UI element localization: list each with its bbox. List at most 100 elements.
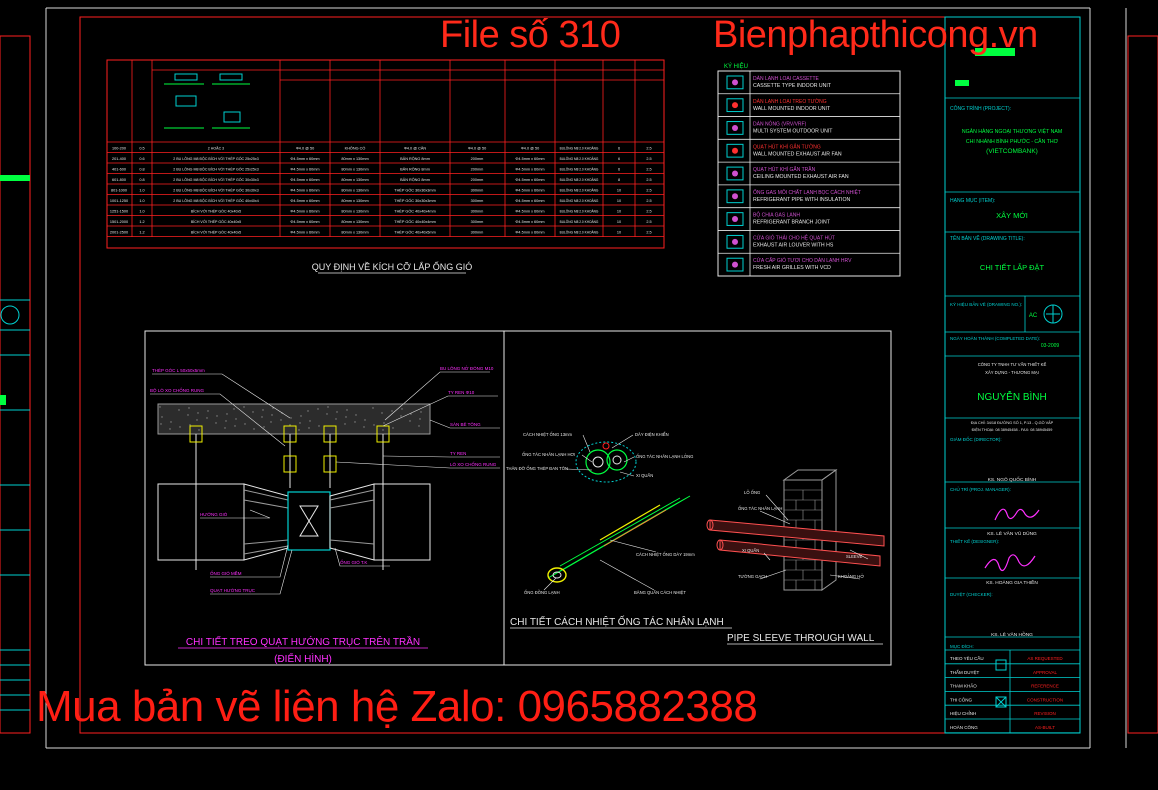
legend-item-vn: QUẠT HÚT KHÍ GẮN TƯỜNG [753,142,821,150]
table-cell-thickness: 0.5 [139,147,144,151]
table-cell-thickness: 1.0 [139,189,144,193]
table-cell-hanger: 2 HOẶC 3 [208,147,224,151]
table-cell-bolt: BULÔNG M8 2.0 KHOẢNG [560,167,599,172]
table-cell-spacing-m: 2.5 [646,189,651,193]
tb-sheet-label: KÝ HIỆU BẢN VẼ (DRAWING NO.): [950,300,1022,307]
table-cell-bolt: BULÔNG M8 2.0 KHOẢNG [560,156,599,161]
tb-address-line: ĐIỆN THOẠI: 08 38945458 - FAX: 08 389454… [972,427,1053,432]
watermark-website: Bienphapthicong.vn [713,14,1038,56]
table-cell-flange: BẢN RỘNG 8mm [400,177,430,182]
table-cell-size: 201-400 [112,157,126,161]
legend-item-vn: CỬA CẤP GIÓ TƯƠI CHO DÀN LẠNH HRV [753,257,852,264]
table-cell-rod: Φ4.0 @ 50 [296,147,315,151]
table-cell-support: Φ4.5mm x 60mm [515,157,544,161]
table-cell-distance: Φ4.0 @ 50 [468,147,487,151]
signature-designer [984,554,1036,572]
pipe-isometric [547,495,691,583]
table-cell-thickness: 1.0 [139,199,144,203]
table-cell-bolt: BULÔNG M8 2.0 KHOẢNG [560,177,599,182]
tb-company-line: CÔNG TY TNHH TƯ VẤN THIẾT KẾ [978,362,1047,367]
table-cell-rod: Φ4.5mm x 60mm [290,178,319,182]
table-cell-support: Φ4.5mm x 60mm [515,220,544,224]
tb-designer: KS. HOÀNG GIA THIỀN [986,579,1038,586]
legend-item-en: CASSETTE TYPE INDOOR UNIT [753,83,832,89]
detail2-label: CÁCH NHIỆT ỐNG 13mm [523,432,573,437]
tb-manager-label: CHỦ TRÌ (PROJ. MANAGER): [950,486,1011,492]
tb-project-label: CÔNG TRÌNH (PROJECT): [950,105,1011,112]
table-cell-spacing: 80mm x 130mm [341,178,368,182]
table-cell-support: Φ4.5mm x 60mm [515,231,544,235]
sheet-frames [45,7,1127,749]
detail2-label: THÂN ĐỠ ỐNG THÉP ĐAN TÔN [506,466,568,471]
legend-item-vn: BỘ CHIA GAS LẠNH [753,212,800,219]
legend-symbol-icon [726,75,744,90]
tb-status-vn: HIỆU CHỈNH [950,709,976,716]
legend-item-en: WALL MOUNTED INDOOR UNIT [753,106,831,112]
table-cell-flange: THÉP GÓC 40x40x4mm [394,209,436,214]
table-cell-bolt: BULÔNG M8 2.0 KHOẢNG [560,230,599,235]
duct-right [329,483,431,561]
legend-item-vn: DÀN NÓNG (VRV/VRF) [753,121,807,128]
detail3-label: LỖ ỐNG [744,490,760,495]
tb-director: KS. NGÔ QUỐC BÌNH [988,476,1037,483]
watermark-contact: Mua bản vẽ liên hệ Zalo: 0965882388 [36,682,758,731]
table-cell-thickness: 1.2 [139,220,144,224]
detail2-label: ỐNG ĐỒNG LẠNH [524,590,560,595]
table-header-sketches [164,73,250,129]
tb-status-en: AS-BUILT [1035,725,1055,730]
table-cell-bolt: BULÔNG M8 2.0 KHOẢNG [560,198,599,203]
tb-project-line: CHI NHÁNH BÌNH PHƯỚC - CẦN THƠ [966,138,1059,145]
table-cell-rod: Φ4.5mm x 60mm [290,168,319,172]
tb-designer-label: THIẾT KẾ (DESIGNER): [950,538,999,544]
table-cell-count: 10 [617,231,621,235]
detail1-label-left: QUẠT HƯỚNG TRỤC [210,587,256,593]
tb-status-en: AS REQUESTED [1027,656,1063,661]
detail2-label: ỐNG TÁC NHÂN LẠNH HƠI [522,452,575,457]
table-cell-spacing: KHÔNG CÓ [345,146,366,151]
tb-category: XÂY MỚI [996,211,1028,220]
legend-symbol-icon [726,234,744,249]
table-cell-support: Φ4.0 @ 50 [521,147,540,151]
legend-item-vn: CỬA GIÓ THẢI CHO HỆ QUẠT HÚT [753,233,835,241]
legend-item-en: MULTI SYSTEM OUTDOOR UNIT [753,129,833,135]
table-cell-hanger: 2 BU LÔNG M8 ĐỘC BÍCH VỚI THÉP GÓC 30x30… [173,188,258,193]
table-cell-spacing-m: 2.5 [646,168,651,172]
signature-manager [994,508,1040,521]
legend-symbol-icon [726,212,744,226]
detail3-label: XI QUẤN [742,548,759,553]
detail-frame [144,330,892,666]
detail3-label: TƯỜNG GẠCH [738,574,767,579]
detail2-label: XI QUẤN [636,473,653,478]
table-cell-bolt: BULÔNG M8 2.0 KHOẢNG [560,146,599,151]
tb-project-line: NGÂN HÀNG NGOẠI THƯƠNG VIỆT NAM [962,127,1062,135]
table-cell-thickness: 0.8 [139,168,144,172]
table-cell-flange: THÉP GÓC 30x30x3mm [394,188,436,193]
detail1-label-right: TY REN [450,451,466,456]
tb-company-line: XÂY DỰNG - THƯƠNG MẠI [985,370,1039,375]
tb-company: NGUYỄN BÌNH [977,390,1046,403]
detail1-label-right: TY REN Φ10 [448,390,475,395]
hanger-rods [195,434,384,570]
legend-item-vn: QUẠT HÚT KHÍ GẮN TRẦN [753,165,816,173]
legend-item-en: WALL MOUNTED EXHAUST AIR FAN [753,151,842,157]
table-cell-count: 10 [617,220,621,224]
table-cell-distance: 200mm [471,157,484,161]
legend-item-vn: DÀN LẠNH LOẠI TREO TƯỜNG [753,98,827,105]
detail1-label-right: ỐNG GIÓ T.K [340,559,367,565]
detail2-title: CHI TIẾT CÁCH NHIỆT ỐNG TÁC NHÂN LẠNH [510,614,724,628]
table-cell-bolt: BULÔNG M8 2.0 KHOẢNG [560,188,599,193]
table-cell-spacing-m: 2.5 [646,199,651,203]
tb-status-label: MỤC ĐÍCH: [950,643,974,649]
table-cell-spacing: 80mm x 130mm [341,157,368,161]
tb-date-label: NGÀY HOÀN THÀNH (COMPLETED DATE): [950,335,1040,341]
table-cell-count: 10 [617,210,621,214]
tb-category-label: HẠNG MỤC (ITEM): [950,198,995,204]
table-cell-thickness: 0.6 [139,157,144,161]
left-sheet-border [0,35,31,734]
legend-item-en: REFRIGERANT PIPE WITH INSULATION [753,197,850,203]
detail1-label-right: SÀN BÊ TÔNG [450,420,481,427]
table-cell-spacing: 80mm x 130mm [341,199,368,203]
